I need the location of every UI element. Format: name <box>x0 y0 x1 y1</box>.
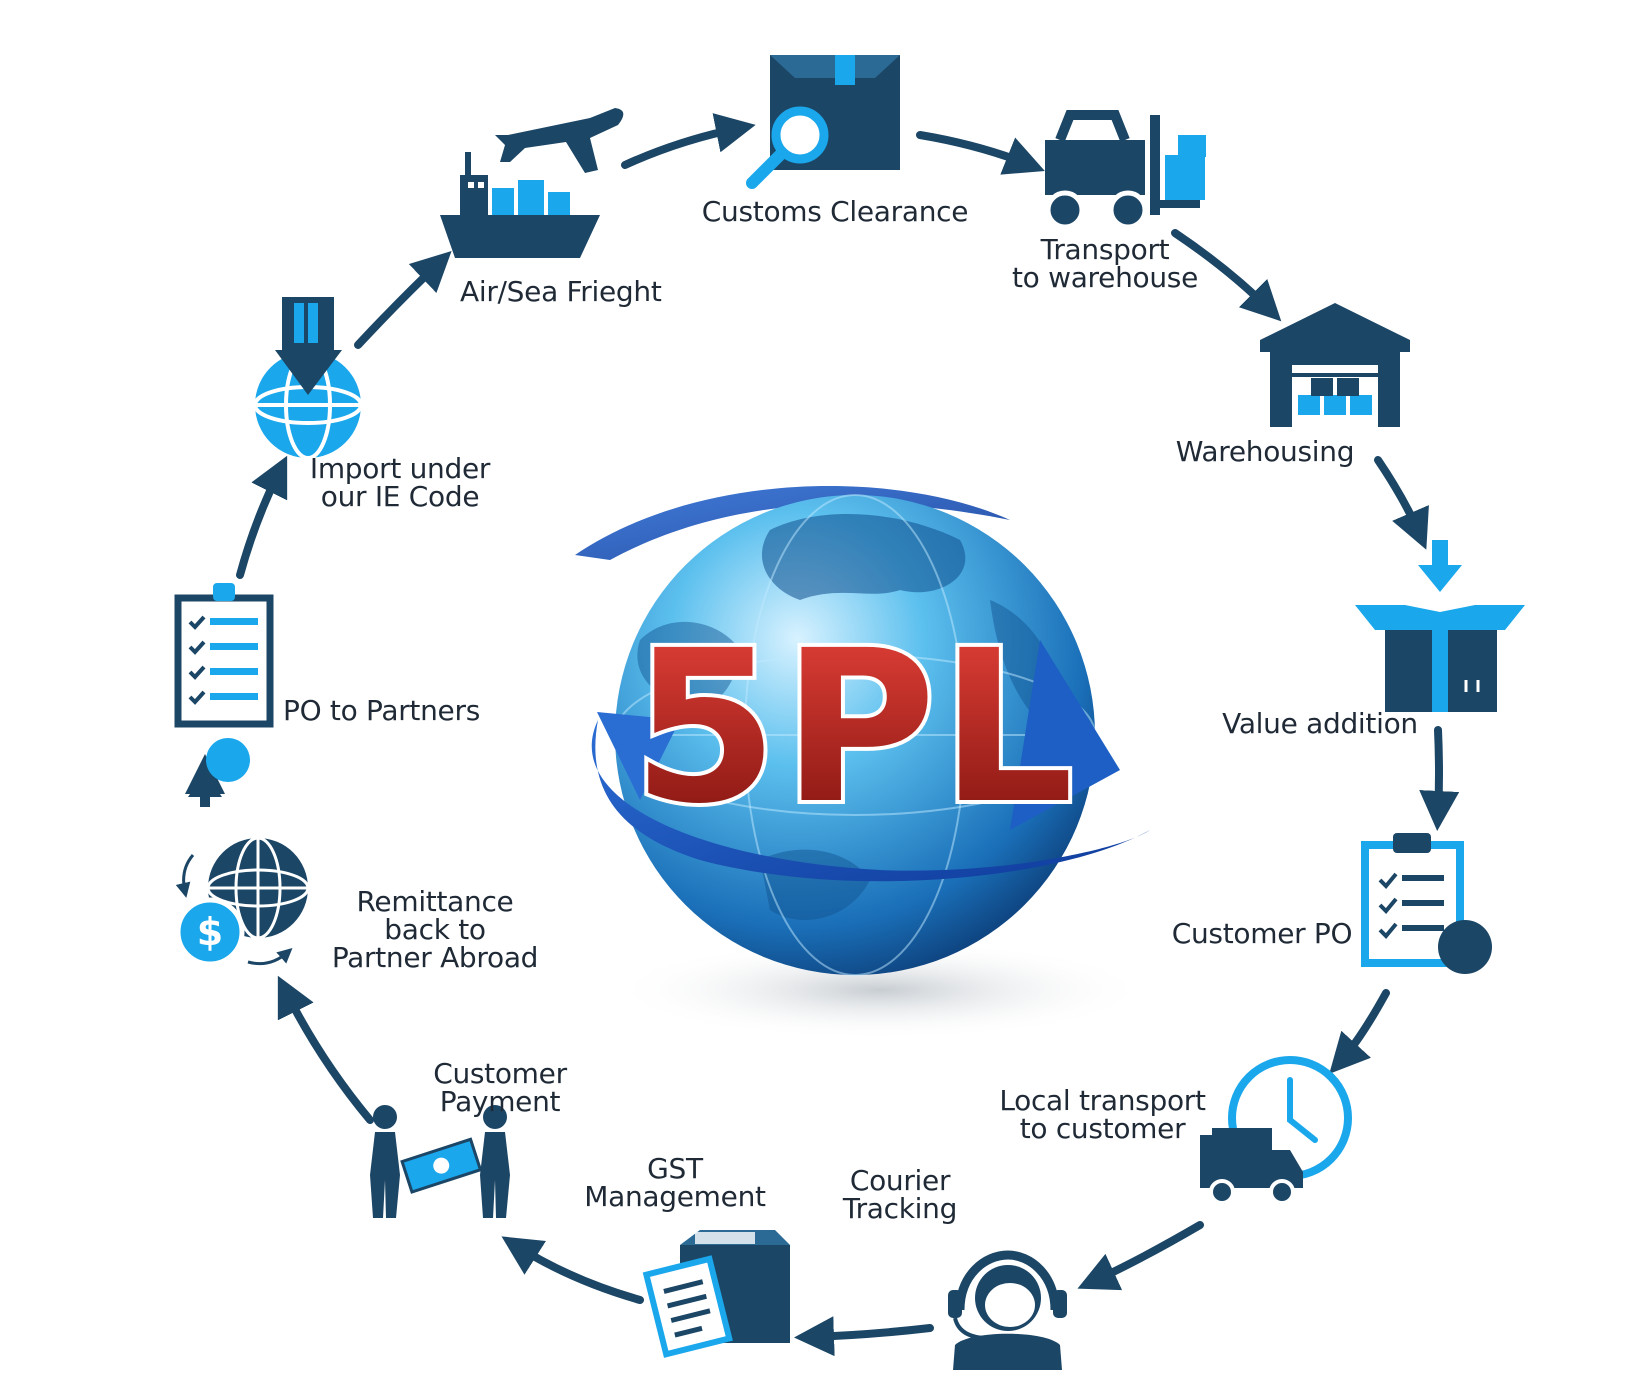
headset-agent-icon <box>948 1250 1067 1370</box>
label-line: Transport <box>1040 233 1170 266</box>
arrow-courier-to-gst <box>794 1316 934 1357</box>
label-line: Management <box>584 1180 766 1213</box>
step-label-warehousing: Warehousing <box>1165 438 1365 466</box>
forklift-icon <box>1045 110 1206 230</box>
label-line: Partner Abroad <box>331 941 539 974</box>
people-handover-icon <box>370 1105 510 1218</box>
globe-download-icon <box>253 297 363 460</box>
label-line: back to <box>384 913 486 946</box>
step-label-gst-management: GST Management <box>575 1155 775 1211</box>
label-line: Air/Sea Frieght <box>460 275 662 308</box>
step-label-freight: Air/Sea Frieght <box>460 278 700 306</box>
box-document-icon <box>642 1230 790 1358</box>
label-line: Local transport <box>999 1084 1206 1117</box>
checklist-icon <box>174 583 274 807</box>
open-box-icon <box>1355 540 1525 712</box>
box-magnifier-icon <box>746 55 900 189</box>
arrow-warehouse-to-value <box>1374 456 1429 550</box>
step-label-remittance: Remittance back to Partner Abroad <box>320 888 550 972</box>
arrow-gst-to-payment <box>501 1236 644 1304</box>
warehouse-icon <box>1260 303 1410 427</box>
svg-text:$: $ <box>197 910 223 954</box>
label-line: Customer <box>433 1057 567 1090</box>
step-label-customer-po: Customer PO <box>1162 920 1362 948</box>
arrow-checklist-to-import <box>236 455 288 579</box>
step-label-import: Import under our IE Code <box>300 455 500 511</box>
label-line: Value addition <box>1222 707 1418 740</box>
label-line: Customs Clearance <box>701 195 969 228</box>
label-line: to customer <box>1019 1112 1186 1145</box>
arrow-transport-to-warehouse <box>1171 229 1282 322</box>
step-label-customer-payment: Customer Payment <box>420 1060 580 1116</box>
plane-ship-icon <box>440 108 624 258</box>
step-label-courier-tracking: Courier Tracking <box>830 1167 970 1223</box>
label-line: Courier <box>849 1164 951 1197</box>
arrow-local-to-courier <box>1077 1221 1204 1291</box>
arrow-payment-to-remittance <box>277 975 374 1124</box>
clipboard-icon <box>1361 833 1492 974</box>
logo-title: 5PL <box>628 601 1078 854</box>
label-line: Payment <box>439 1085 561 1118</box>
center-title: 5PL <box>632 605 1078 850</box>
arrow-customs-to-transport <box>916 131 1045 175</box>
label-line: Import under <box>309 452 491 485</box>
step-label-value-addition: Value addition <box>1210 710 1430 738</box>
arrow-value-to-customerpo <box>1419 726 1460 831</box>
center-globe <box>575 486 1150 1040</box>
label-line: GST <box>647 1152 703 1185</box>
label-line: Remittance <box>356 885 514 918</box>
step-label-local-transport: Local transport to customer <box>985 1087 1220 1143</box>
arrow-import-to-freight <box>354 250 452 349</box>
delivery-van-clock-icon <box>1200 1056 1352 1205</box>
label-line: to warehouse <box>1011 261 1199 294</box>
arrow-customerpo-to-local <box>1329 989 1390 1074</box>
label-line: Tracking <box>842 1192 958 1225</box>
step-label-customs-clearance: Customs Clearance <box>690 198 980 226</box>
label-line: Customer PO <box>1171 917 1353 950</box>
label-line: our IE Code <box>320 480 480 513</box>
label-line: Warehousing <box>1175 435 1355 468</box>
globe-dollar-icon: $ <box>175 836 310 967</box>
cycle-arrows <box>185 113 1460 1357</box>
step-label-po-to-partners: PO to Partners <box>283 697 523 725</box>
step-label-transport: Transport to warehouse <box>1000 236 1210 292</box>
label-line: PO to Partners <box>283 694 480 727</box>
arrow-freight-to-customs <box>621 113 756 169</box>
